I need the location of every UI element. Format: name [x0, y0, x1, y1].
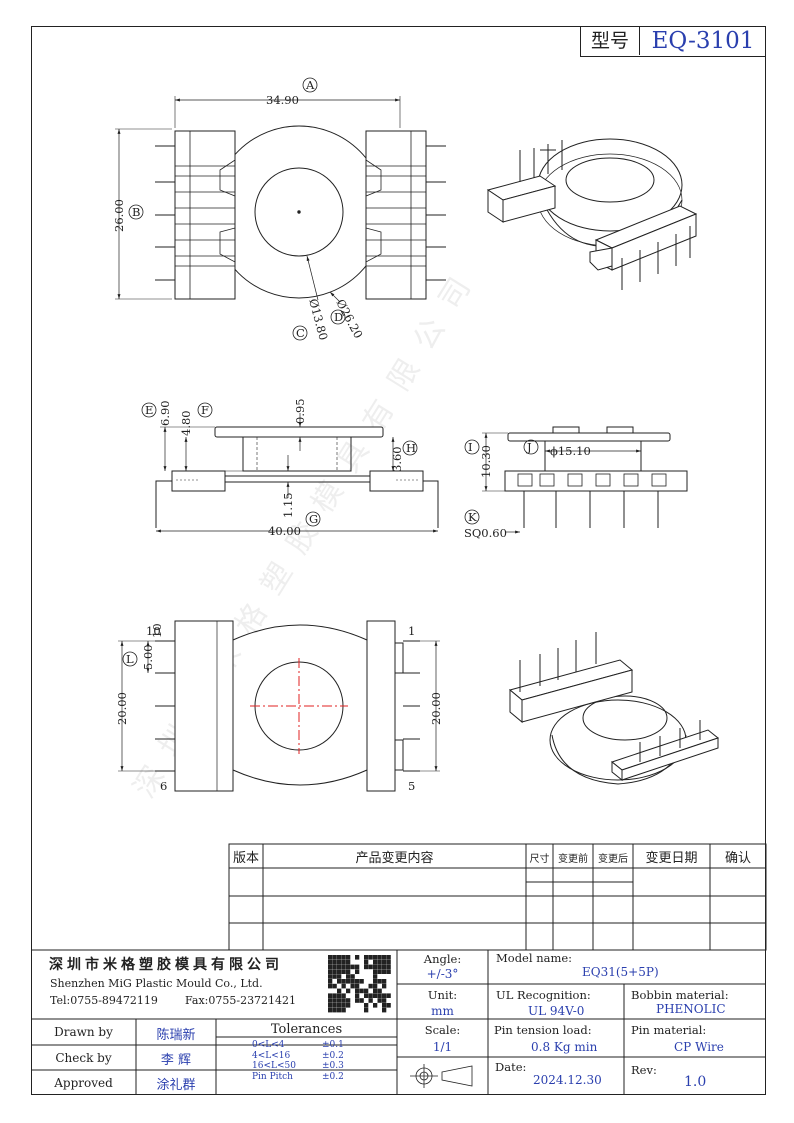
pin-number-5: 5	[408, 779, 415, 793]
pin-number-6: 6	[160, 779, 167, 793]
model-header-value: EQ-3101	[651, 28, 755, 54]
pin-number-1: 1	[408, 624, 415, 638]
pin-tension-label: Pin tension load:	[494, 1023, 592, 1037]
dim-A-value: 34.90	[266, 93, 299, 107]
dim-F-value: 4.80	[179, 410, 193, 436]
ul-value: UL 94V-0	[528, 1004, 585, 1018]
label-C: C	[296, 326, 305, 340]
company-fax: Fax:0755-23721421	[185, 994, 297, 1007]
ul-label: UL Recognition:	[496, 988, 591, 1002]
rev-header-content: 产品变更内容	[355, 851, 434, 866]
approved-label: Approved	[54, 1076, 113, 1090]
date-value: 2024.12.30	[533, 1073, 602, 1087]
model-header: 型号 EQ-3101	[580, 26, 766, 57]
rev-header-dimension: 尺寸	[529, 854, 550, 865]
angle-value: +/-3°	[426, 967, 459, 981]
pin-material-value: CP Wire	[674, 1040, 724, 1054]
label-I: I	[468, 440, 473, 454]
tolerance-range: 4<L<16	[252, 1050, 291, 1061]
drawn-by-label: Drawn by	[54, 1025, 113, 1039]
tolerances-label: Tolerances	[270, 1022, 343, 1037]
scale-value: 1/1	[432, 1040, 453, 1054]
rev-value: 1.0	[684, 1074, 707, 1090]
rev-header-version: 版本	[232, 851, 259, 866]
unit-label: Unit:	[427, 988, 458, 1002]
label-D: D	[334, 310, 343, 324]
label-G: G	[309, 512, 318, 526]
dim-mid-value: 1.15	[281, 492, 295, 518]
label-F: F	[201, 403, 209, 417]
check-by-label: Check by	[55, 1051, 112, 1065]
model-header-label: 型号	[581, 26, 640, 55]
iso-view-top	[486, 138, 698, 290]
bobbin-material-value: PHENOLIC	[656, 1002, 726, 1016]
label-H: H	[406, 441, 416, 455]
drawing-sheet	[31, 26, 766, 1095]
tolerance-range: 0<L<4	[252, 1040, 285, 1050]
rev-label: Rev:	[631, 1063, 657, 1077]
dim-L-value: 5.00	[141, 644, 155, 670]
company-name-cn: 深圳市米格塑胶模具有限公司	[49, 957, 283, 973]
dim-E-value: 6.90	[158, 400, 172, 426]
rev-header-after: 变更后	[598, 854, 628, 865]
dim-I-value: 10.30	[479, 445, 493, 478]
bottom-view	[118, 620, 440, 792]
date-label: Date:	[495, 1060, 527, 1074]
iso-view-bottom	[508, 632, 720, 785]
model-name-value: EQ31(5+5P)	[582, 965, 659, 979]
dim-H-value: 3.60	[390, 446, 404, 472]
pin-number-10: 10	[146, 624, 161, 638]
label-E: E	[145, 403, 153, 417]
company-tel: Tel:0755-89472119	[50, 994, 158, 1007]
tolerance-range: 16<L<50	[252, 1061, 296, 1071]
label-J: J	[526, 440, 532, 454]
tolerance-range: Pin Pitch	[252, 1071, 293, 1082]
angle-label: Angle:	[423, 952, 462, 966]
rev-header-date: 变更日期	[645, 851, 698, 866]
pin-tension-value: 0.8 Kg min	[531, 1040, 598, 1054]
pin-material-label: Pin material:	[631, 1023, 707, 1037]
dim-right-span: 20.00	[429, 692, 443, 725]
unit-value: mm	[431, 1004, 454, 1018]
top-view	[115, 77, 446, 341]
center-mark	[250, 658, 348, 754]
company-name-en: Shenzhen MiG Plastic Mould Co., Ltd.	[50, 977, 263, 990]
dim-B-value: 26.00	[112, 199, 126, 232]
bobbin-material-label: Bobbin material:	[631, 988, 729, 1002]
tolerance-value: ±0.1	[322, 1040, 344, 1050]
drawn-by-value: 陈瑞新	[156, 1028, 196, 1043]
label-K: K	[468, 510, 477, 524]
front-view	[141, 402, 439, 533]
scale-label: Scale:	[424, 1023, 461, 1037]
approved-value: 涂礼群	[156, 1078, 196, 1093]
tolerance-value: ±0.2	[322, 1050, 344, 1061]
dim-G-value: 40.00	[268, 524, 301, 538]
check-by-value: 李 辉	[160, 1053, 192, 1068]
model-name-label: Model name:	[496, 951, 573, 965]
label-A: A	[305, 78, 315, 92]
label-L: L	[126, 652, 134, 666]
dim-J-value: ϕ15.10	[550, 444, 591, 458]
dim-C-value: Ø13.80	[306, 297, 330, 342]
rev-header-before: 变更前	[558, 854, 588, 865]
dim-top-thickness: 0.95	[293, 398, 307, 424]
side-view	[464, 426, 688, 534]
dim-left-span: 20.00	[115, 692, 129, 725]
tolerance-value: ±0.2	[322, 1071, 344, 1082]
dim-K-value: SQ0.60	[464, 526, 507, 540]
label-B: B	[132, 205, 140, 219]
dim-pitch-small: 10	[150, 623, 164, 638]
rev-header-confirm: 确认	[724, 851, 751, 866]
technical-drawing: 深圳市米格塑胶模具有限公司	[112, 77, 720, 804]
tolerance-value: ±0.3	[322, 1061, 344, 1071]
